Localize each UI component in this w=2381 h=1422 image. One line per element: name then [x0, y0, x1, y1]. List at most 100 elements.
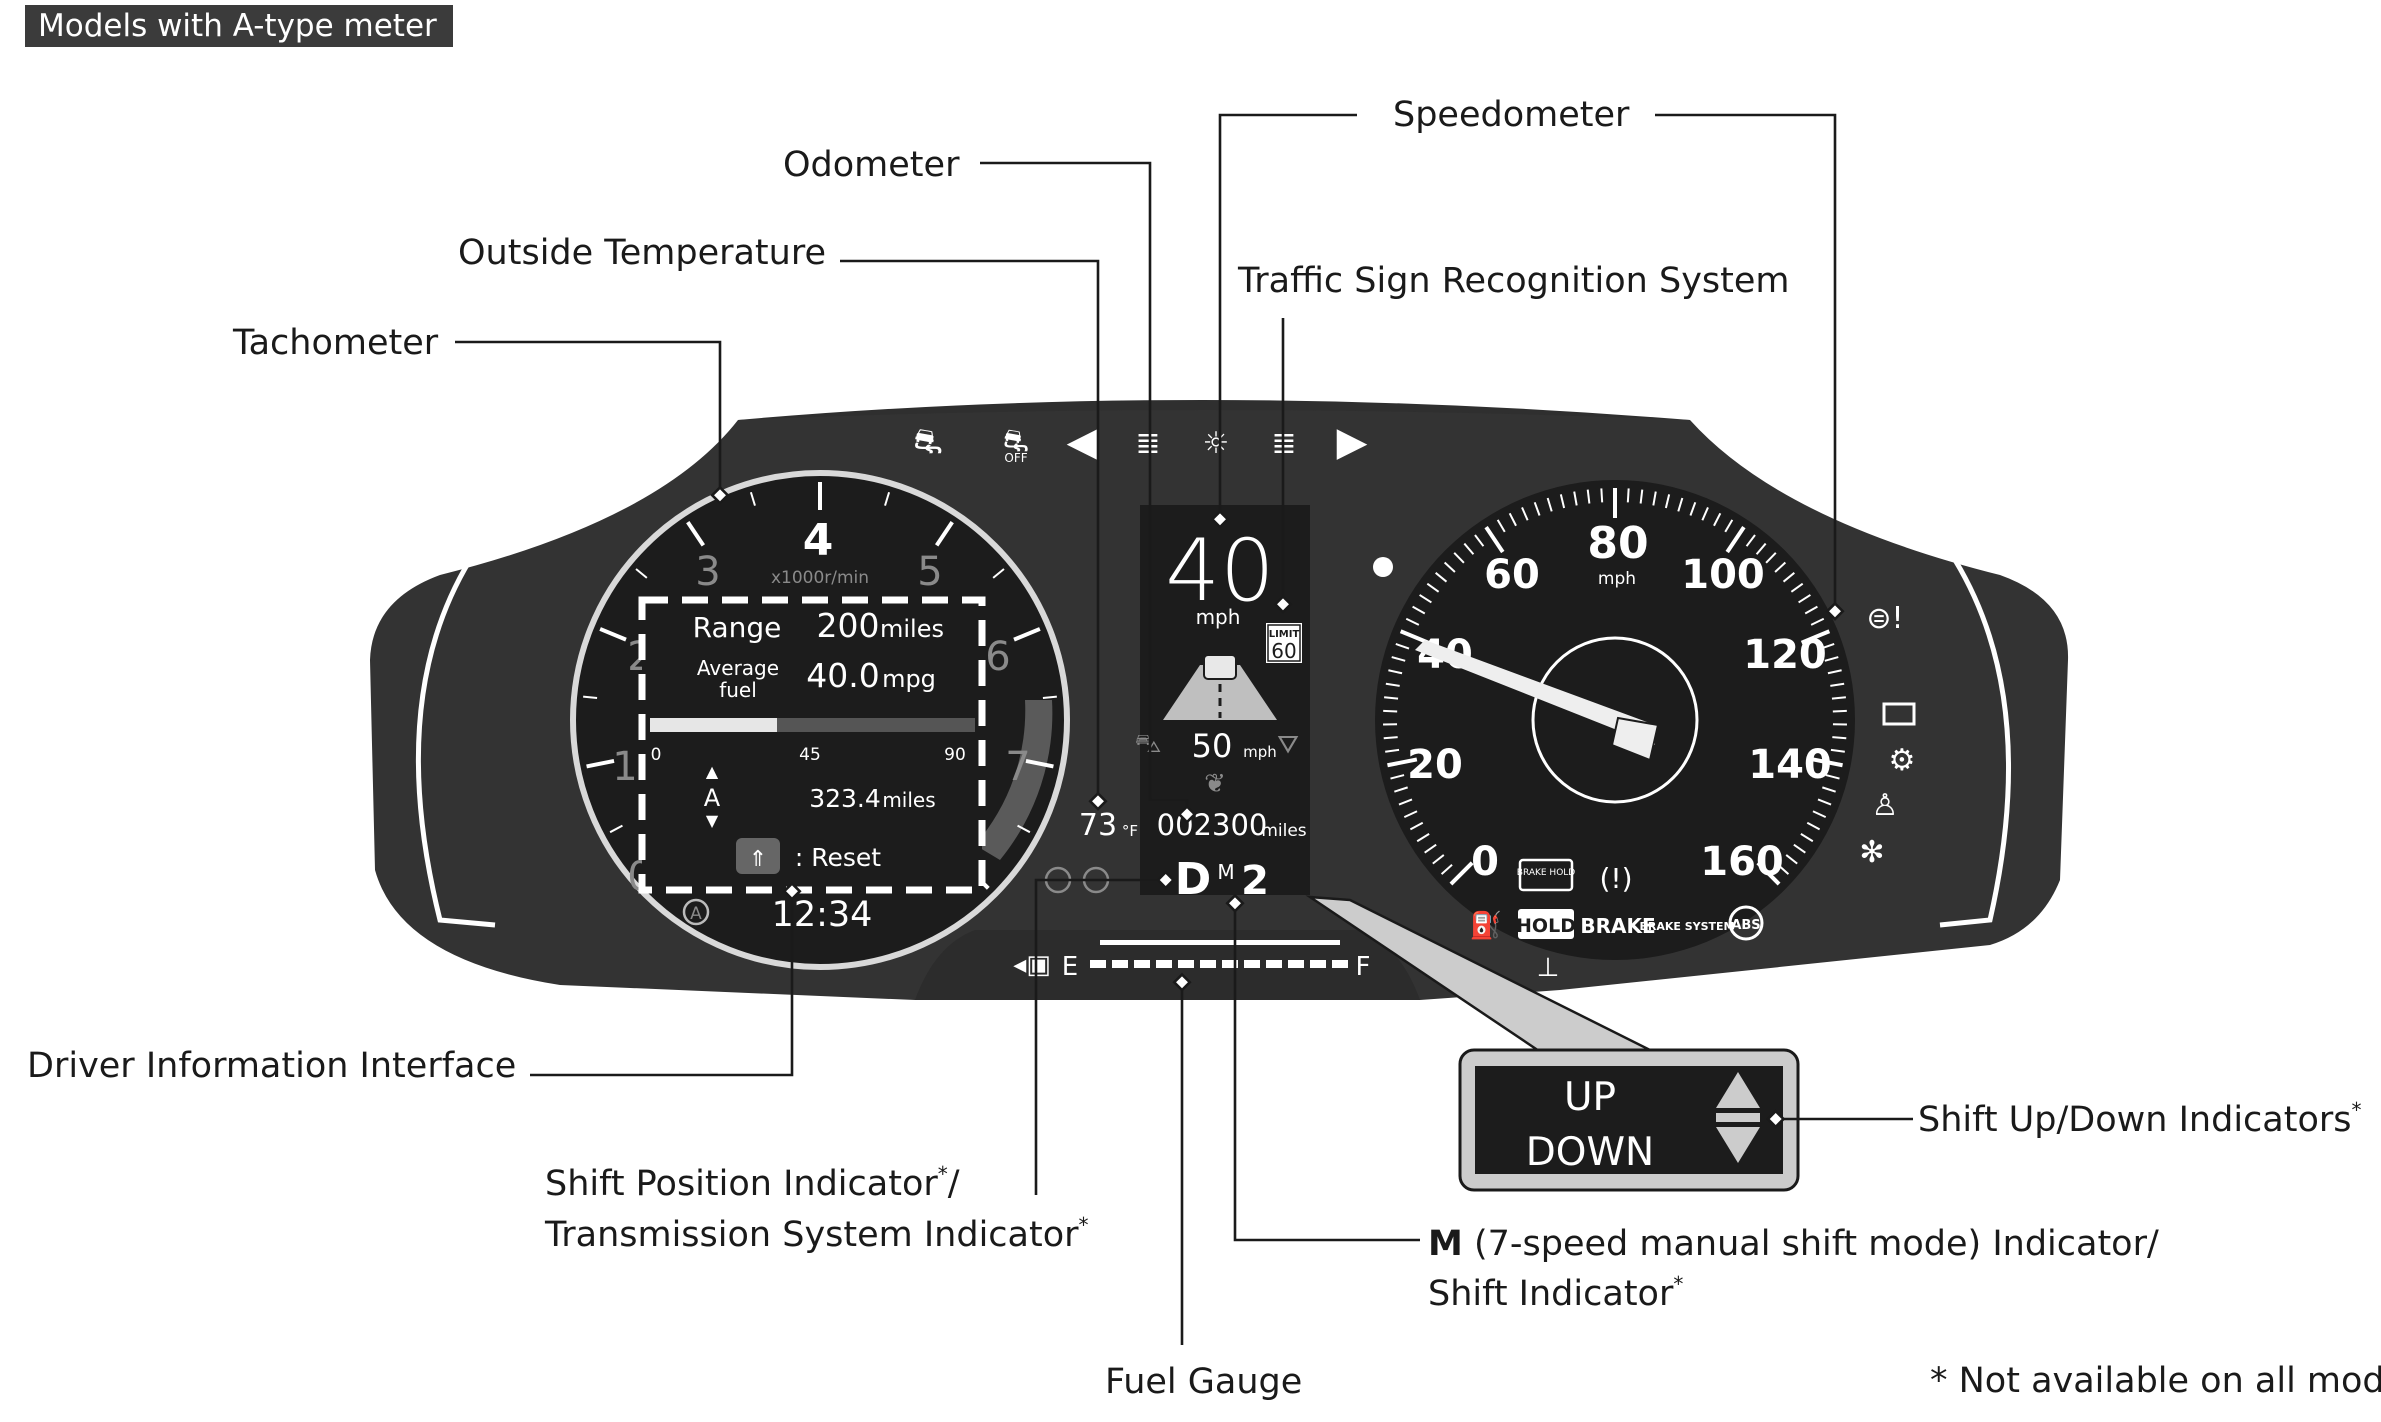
- tach-number-6: 6: [985, 634, 1010, 680]
- inset-down-label: DOWN: [1526, 1130, 1654, 1175]
- steering-button-glyph-icon: ⇑: [749, 847, 767, 872]
- left-accent-line: [415, 558, 496, 928]
- speedometer-minor-tick: [1830, 682, 1845, 687]
- airbag-icon: ✻: [1859, 835, 1884, 870]
- speedometer-minor-tick: [1443, 561, 1456, 573]
- speed-number-0: 0: [1471, 839, 1499, 885]
- speedometer-minor-tick: [1435, 572, 1448, 583]
- auto-high-beam-icon: ≣: [1135, 426, 1160, 461]
- dii-scale-90: 90: [944, 745, 966, 765]
- speedometer-minor-tick: [1521, 507, 1529, 521]
- dii-fuel-bar-fill: [650, 718, 777, 732]
- lane-road-icon: [1163, 665, 1277, 720]
- dii-highlight-box: [638, 596, 986, 894]
- abs-indicator-icon: [1728, 905, 1764, 941]
- gear-number: 2: [1241, 858, 1269, 904]
- auto-idle-stop-icon: [682, 898, 710, 926]
- speedometer-minor-tick: [1388, 669, 1403, 675]
- vsa-off-text-icon: OFF: [1004, 451, 1027, 465]
- dii-scale-45: 45: [799, 745, 821, 765]
- shift-updown-inset: UP DOWN: [1305, 895, 1800, 1192]
- speedometer-minor-tick: [1405, 617, 1420, 626]
- dii-trip-up-icon: ▲: [706, 762, 719, 781]
- speedometer-minor-tick: [1626, 488, 1630, 503]
- tachometer-major-tick: [1013, 627, 1041, 642]
- top-indicator-row: ⛐ ⛐ OFF ◀ ≣ ☼ ≣ ▶: [913, 419, 1367, 465]
- driver-info-label: Driver Information Interface: [27, 1046, 516, 1086]
- eco-assist-icon: ❦: [1204, 769, 1226, 799]
- shift-position-leader-marker: [1156, 870, 1176, 890]
- speedometer-minor-tick: [1785, 854, 1798, 865]
- speedometer-label: Speedometer: [1393, 95, 1630, 135]
- speedometer-minor-tick: [1804, 605, 1818, 615]
- speed-limit-sign: [1264, 621, 1304, 665]
- tach-number-3: 3: [695, 549, 720, 595]
- acc-speed-unit: mph: [1243, 743, 1277, 761]
- tpms-icon: (!): [1599, 862, 1632, 895]
- dii-range-value: 200: [817, 606, 880, 645]
- dii-avg-label-2: fuel: [719, 678, 757, 702]
- speedometer-minor-tick: [1724, 519, 1734, 533]
- tachometer-minor-tick: [609, 824, 623, 834]
- speedometer-minor-tick: [1390, 774, 1405, 780]
- speedometer-minor-tick: [1713, 512, 1722, 527]
- speed-number-60: 60: [1484, 552, 1540, 598]
- fuel-segment: [1156, 960, 1172, 968]
- speedometer-minor-tick: [1790, 582, 1804, 593]
- lkas-icon: ⛛: [1277, 730, 1299, 760]
- gear-mode: M: [1217, 860, 1234, 884]
- speedometer-minor-tick: [1383, 709, 1398, 713]
- speedometer-minor-tick: [1426, 582, 1440, 593]
- speedometer-minor-tick: [1832, 709, 1847, 713]
- tachometer-leader-marker: [710, 485, 730, 505]
- speedometer-unit: mph: [1598, 569, 1636, 589]
- dii-avg-value: 40.0: [806, 656, 879, 695]
- fuel-full-label: F: [1356, 952, 1371, 982]
- clock: 12:34: [772, 895, 873, 935]
- tachometer-major-tick: [935, 520, 954, 547]
- brake-system-indicator-text: BRAKE SYSTEM: [1639, 920, 1734, 933]
- m-indicator-label-line2: Shift Indicator*: [1428, 1272, 1683, 1314]
- fuel-segment: [1288, 960, 1304, 968]
- speedometer-minor-tick: [1559, 494, 1566, 509]
- tachometer-leader: [455, 340, 722, 496]
- speedometer-needle-base: [1610, 716, 1660, 762]
- right-accent-line: [1939, 558, 2011, 928]
- speedometer-minor-tick: [1432, 854, 1445, 865]
- tachometer-major-tick: [1025, 759, 1054, 769]
- fuel-level-bar: [1100, 940, 1340, 945]
- speedometer-minor-tick: [1831, 696, 1846, 700]
- speedometer-minor-tick: [1745, 534, 1756, 547]
- fuel-segment: [1244, 960, 1260, 968]
- outside-temperature-label: Outside Temperature: [458, 233, 826, 273]
- speedometer-leader-left-marker: [1210, 509, 1230, 529]
- dii-scale-0: 0: [651, 745, 662, 765]
- vsa-icon: ⛐: [913, 422, 942, 462]
- outside-temperature-leader: [840, 259, 1100, 802]
- speedometer-leader-left: [1218, 113, 1357, 520]
- speedometer-minor-tick: [1424, 843, 1437, 854]
- tach-number-4: 4: [803, 515, 834, 566]
- speedometer-ticks: [1383, 488, 1847, 886]
- outside-temperature-value: 73: [1079, 808, 1117, 843]
- speedometer-minor-tick: [1384, 696, 1399, 700]
- dii-avg-label-1: Average: [697, 656, 779, 680]
- turn-right-icon: ▶: [1337, 419, 1368, 465]
- speedometer-minor-tick: [1817, 798, 1832, 806]
- shift-position-label-line2: Transmission System Indicator*: [544, 1213, 1089, 1255]
- speedometer-major-tick: [1399, 629, 1430, 645]
- fuel-segment: [1222, 960, 1238, 968]
- speedometer-minor-tick: [1496, 519, 1506, 533]
- speedometer-minor-tick: [1586, 489, 1591, 504]
- traffic-sign-label: Traffic Sign Recognition System: [1237, 261, 1790, 301]
- speedometer-minor-tick: [1830, 748, 1845, 753]
- speed-number-120: 120: [1743, 632, 1827, 678]
- traffic-sign-leader-marker: [1273, 594, 1293, 614]
- dii-trip-down-icon: ▼: [706, 811, 719, 830]
- speedometer-minor-tick: [1827, 669, 1842, 675]
- odometer-label: Odometer: [783, 145, 960, 185]
- fuel-gauge-label: Fuel Gauge: [1105, 1362, 1302, 1402]
- tachometer-major-tick: [686, 520, 705, 547]
- speedometer-minor-tick: [1832, 736, 1847, 740]
